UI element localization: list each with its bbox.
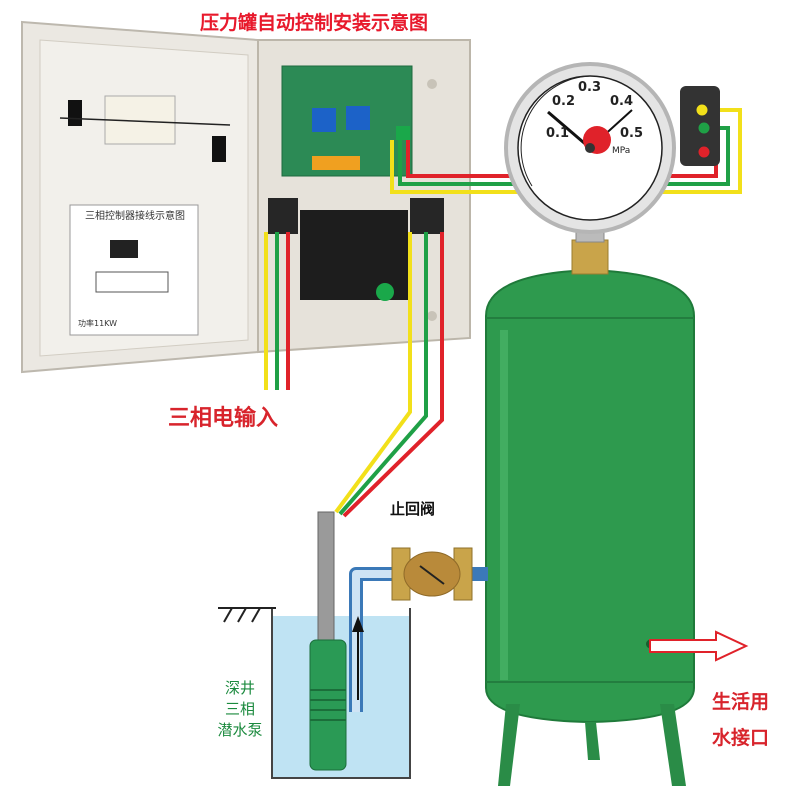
- pump-label-line: 三相: [224, 700, 255, 718]
- outlet-label-line: 水接口: [712, 727, 770, 749]
- delivery-pipe: [349, 567, 488, 712]
- submersible-pump-icon: [309, 511, 347, 771]
- outlet-label: 生活用 水接口: [712, 684, 769, 756]
- gauge-tick-label: 0.3: [578, 80, 602, 95]
- check-valve-icon: [391, 547, 473, 601]
- water-tank-icon: [485, 225, 695, 786]
- control-box-door: [21, 20, 259, 374]
- pump-label-line: 潜水泵: [217, 721, 263, 739]
- door-hinge-icon: [68, 100, 82, 126]
- wiring-label-sheet: [69, 204, 199, 336]
- gauge-unit: MPa: [612, 146, 631, 156]
- gauge-tick-label: 0.5: [620, 126, 644, 141]
- panel-diagram-title: 三相控制器接线示意图: [85, 211, 185, 222]
- gauge-tick-label: 0.4: [610, 94, 634, 109]
- three-phase-input-label: 三相电输入: [168, 406, 279, 431]
- flow-arrow-icon: [649, 630, 749, 662]
- pump-wires: [334, 232, 444, 518]
- input-wires: [264, 232, 290, 390]
- check-valve-label: 止回阀: [390, 500, 436, 518]
- panel-power-rating: 功率11KW: [78, 319, 118, 328]
- page-title: 压力罐自动控制安装示意图: [200, 12, 429, 34]
- outlet-label-line: 生活用: [712, 691, 770, 713]
- pressure-gauge-icon: [504, 62, 720, 234]
- gauge-tick-label: 0.2: [552, 94, 576, 109]
- pump-label-line: 深井: [224, 679, 255, 697]
- gauge-tick-label: 0.1: [546, 126, 570, 141]
- pump-label: 深井 三相 潜水泵: [212, 678, 268, 741]
